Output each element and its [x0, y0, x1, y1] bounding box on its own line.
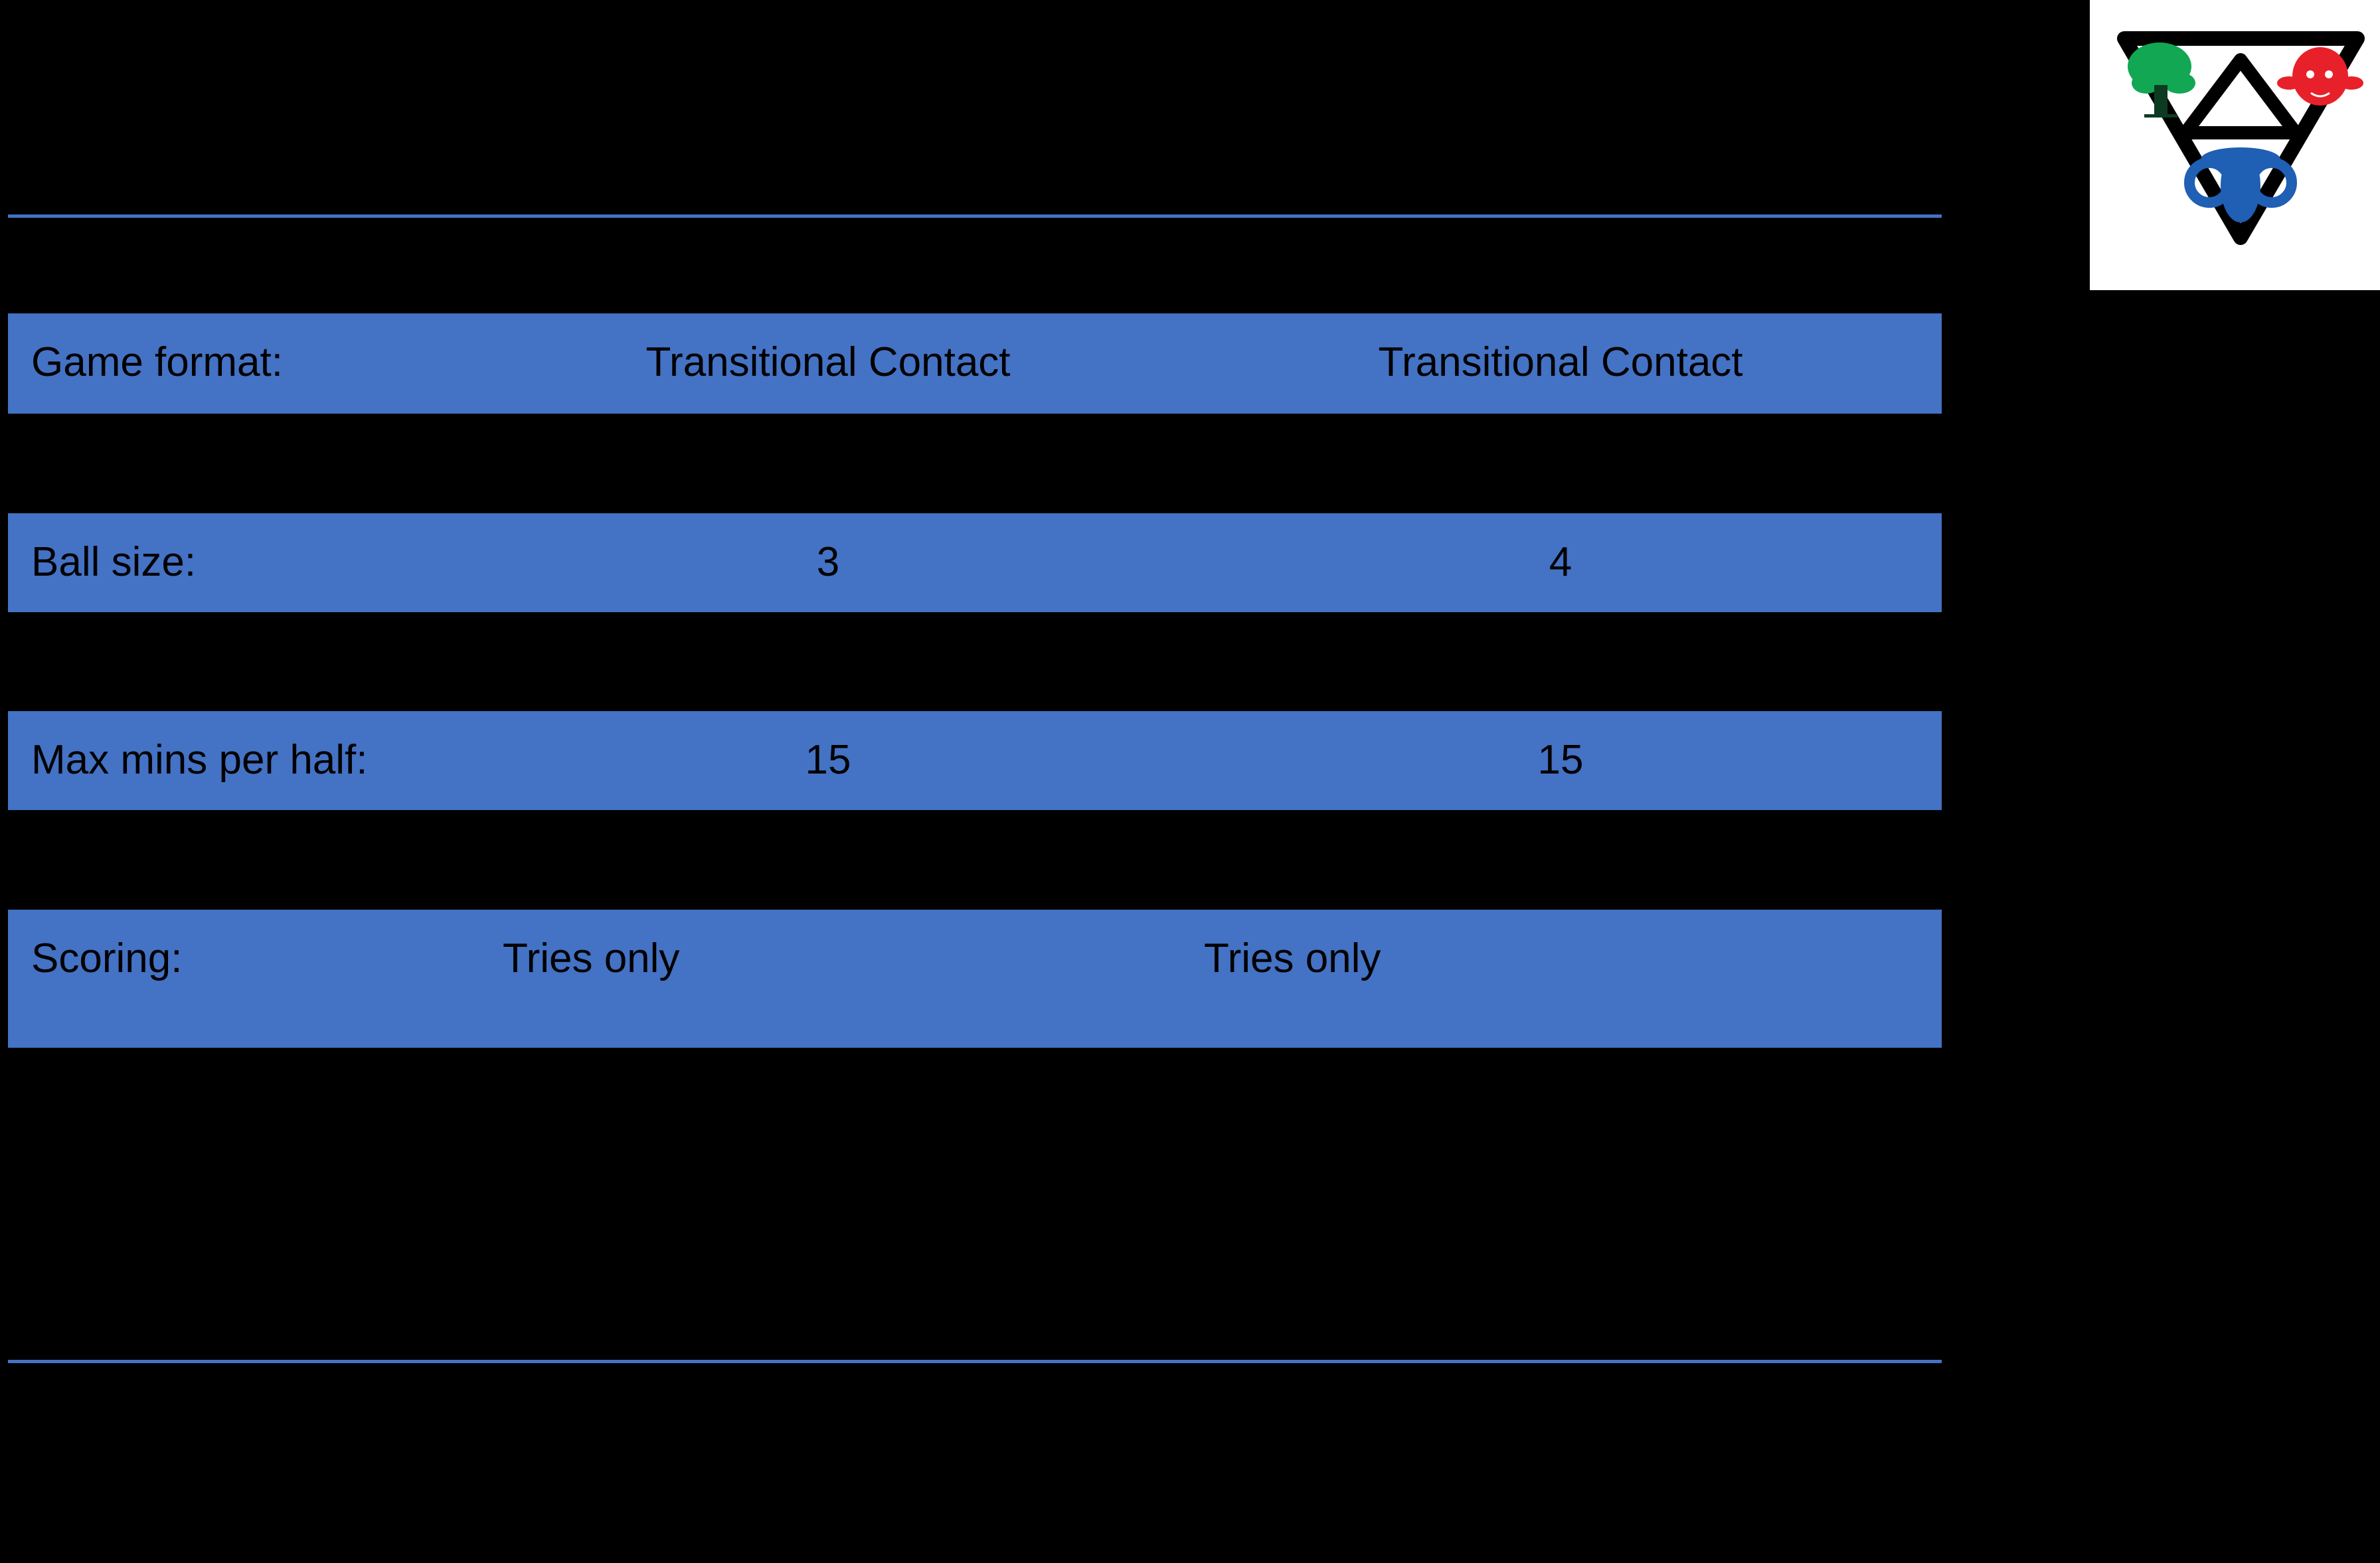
club-logo [2090, 0, 2380, 290]
bottom-divider [8, 1360, 1942, 1363]
tree-icon [2128, 42, 2195, 118]
ram-icon [2184, 147, 2297, 222]
row-ball-size: Ball size: 3 4 [8, 513, 1942, 612]
row-value-col2: 4 [1549, 539, 1572, 585]
row-value-col2: Tries only [1204, 936, 1381, 981]
row-label: Max mins per half: [31, 737, 368, 783]
row-max-mins-per-half: Max mins per half: 15 15 [8, 711, 1942, 810]
row-game-format: Game format: Transitional Contact Transi… [8, 313, 1942, 414]
row-scoring: Scoring: Tries only Tries only [8, 910, 1942, 1048]
row-value-col1: Transitional Contact [645, 339, 1011, 385]
row-label: Game format: [31, 339, 283, 385]
row-value-col2: Transitional Contact [1378, 339, 1743, 385]
row-value-col2: 15 [1537, 737, 1584, 783]
row-label: Scoring: [31, 936, 183, 981]
row-value-col1: Tries only [503, 936, 680, 981]
row-value-col1: 15 [805, 737, 851, 783]
face-icon [2277, 47, 2363, 106]
club-crest-triangle-icon [2117, 31, 2365, 245]
top-divider [8, 214, 1942, 218]
row-label: Ball size: [31, 539, 197, 585]
row-value-col1: 3 [816, 539, 840, 585]
